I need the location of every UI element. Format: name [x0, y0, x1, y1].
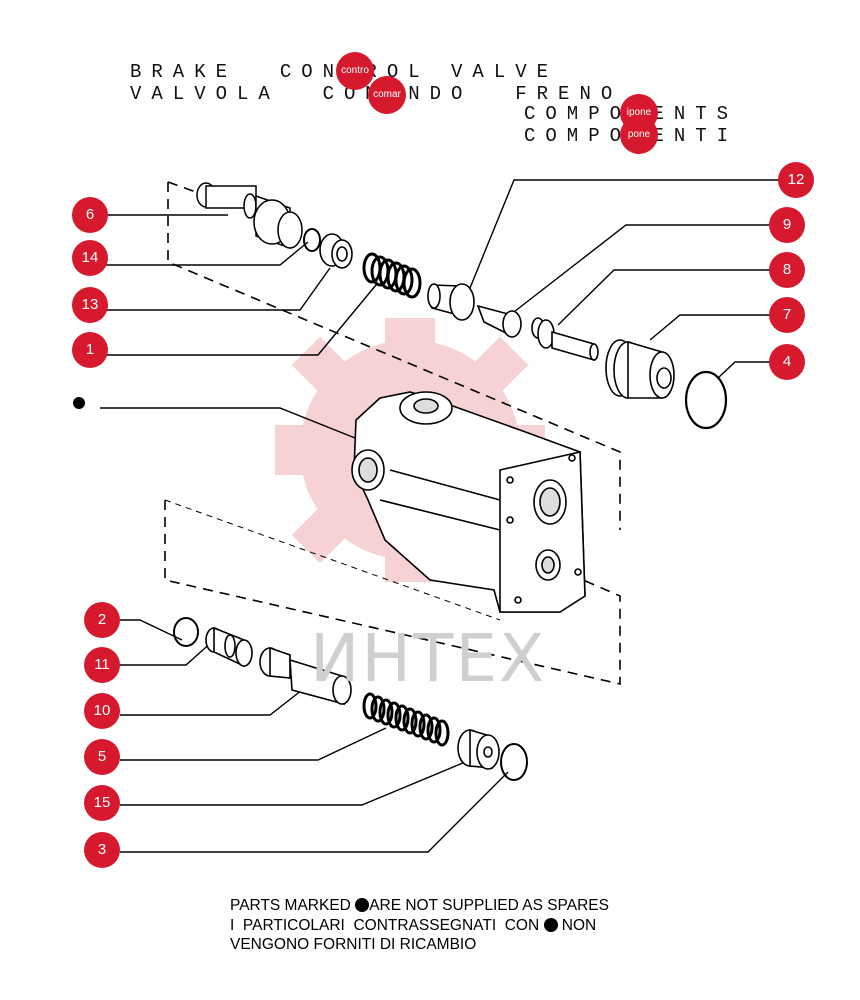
part-6-piston — [196, 182, 303, 250]
part-9-poppet — [476, 304, 522, 338]
callout-7: 7 — [769, 297, 805, 333]
part-3-oring — [500, 743, 528, 781]
bullet-icon — [543, 917, 558, 932]
note-line-1: PARTS MARKED ARE NOT SUPPLIED AS SPARES — [230, 896, 609, 916]
callout-8: 8 — [769, 252, 805, 288]
part-10-piston — [259, 646, 352, 706]
part-11-sleeve — [205, 626, 253, 668]
highlight-marker: comar — [368, 76, 406, 114]
valve-body — [351, 391, 586, 613]
callout-3: 3 — [84, 832, 120, 868]
part-1-spring — [362, 252, 422, 299]
note-text: NON — [557, 916, 597, 934]
assembly-guide-lower — [164, 500, 621, 686]
highlight-marker: contro — [336, 52, 374, 90]
callout-10: 10 — [84, 693, 120, 729]
part-12-cap — [427, 283, 475, 321]
callout-12: 12 — [778, 162, 814, 198]
part-15-cap — [457, 728, 500, 770]
not-supplied-marker-icon — [73, 397, 85, 409]
callout-2: 2 — [84, 602, 120, 638]
callout-14: 14 — [72, 240, 108, 276]
callout-4: 4 — [769, 344, 805, 380]
spares-note: PARTS MARKED ARE NOT SUPPLIED AS SPARES … — [230, 896, 609, 955]
highlight-marker: pone — [620, 116, 658, 154]
note-text: PARTS MARKED — [230, 897, 356, 914]
callout-11: 11 — [84, 647, 120, 683]
part-13-seal — [319, 233, 353, 269]
bullet-icon — [355, 898, 370, 912]
note-line-3: VENGONO FORNITI DI RICAMBIO — [230, 936, 477, 953]
part-2-oring — [173, 617, 199, 647]
callout-13: 13 — [72, 287, 108, 323]
callout-9: 9 — [769, 207, 805, 243]
watermark-text: ИНТЕХ — [310, 620, 547, 697]
part-4-oring — [684, 370, 728, 430]
note-line-2: I PARTICOLARI CONTRASSEGNATI CON NON — [230, 916, 609, 936]
title-line-it: VALVOLA COMANDO FRENO — [130, 83, 623, 105]
callout-15: 15 — [84, 785, 120, 821]
part-5-spring — [362, 692, 450, 747]
part-8-plunger — [531, 317, 599, 362]
callout-5: 5 — [84, 739, 120, 775]
note-text: I PARTICOLARI CONTRASSEGNATI CON — [230, 916, 544, 934]
note-text: ARE NOT SUPPLIED AS SPARES — [369, 897, 609, 914]
part-14-oring — [303, 228, 321, 252]
callout-6: 6 — [72, 197, 108, 233]
assembly-guide-upper — [167, 182, 621, 530]
part-7-plug — [605, 339, 675, 399]
callout-1: 1 — [72, 332, 108, 368]
